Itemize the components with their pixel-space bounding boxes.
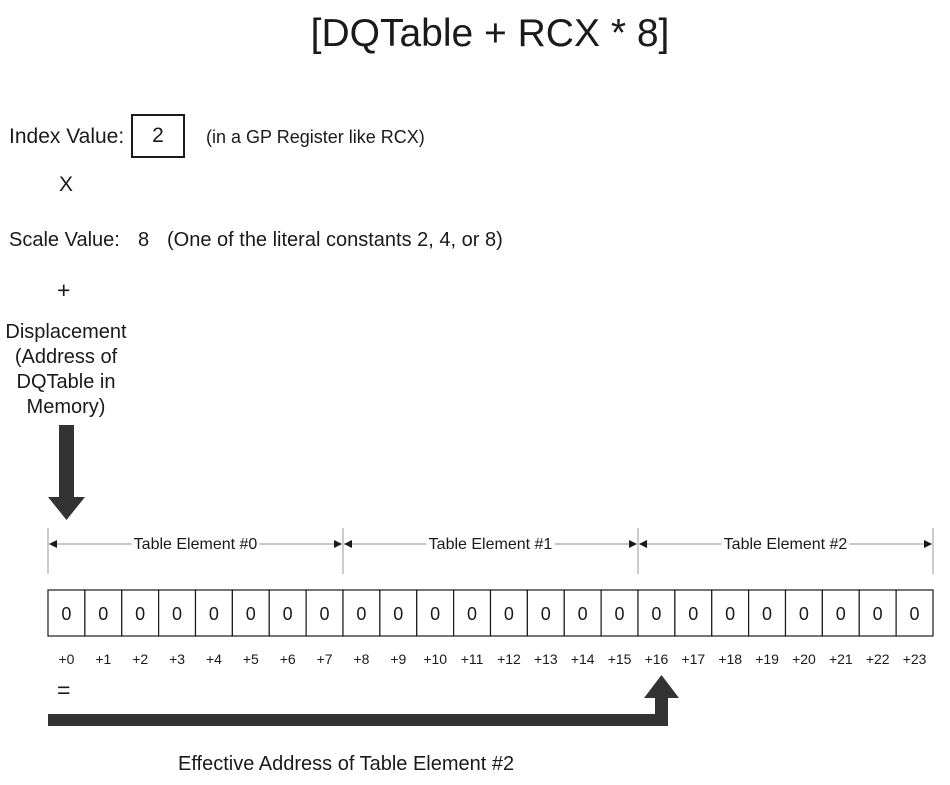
byte-cell <box>453 589 492 637</box>
byte-cell <box>305 589 344 637</box>
byte-offset: +18 <box>718 651 742 667</box>
byte-offset: +14 <box>571 651 595 667</box>
byte-offset: +10 <box>423 651 447 667</box>
scale-value-label: Scale Value: <box>9 229 120 251</box>
byte-cell <box>711 589 750 637</box>
byte-value: 0 <box>98 604 108 624</box>
byte-cell <box>563 589 602 637</box>
byte-value: 0 <box>910 604 920 624</box>
byte-cell <box>158 589 197 637</box>
byte-cell <box>784 589 823 637</box>
byte-cell <box>416 589 455 637</box>
byte-offset: +22 <box>866 651 890 667</box>
scale-value-note: (One of the literal constants 2, 4, or 8… <box>167 229 503 251</box>
byte-cell <box>489 589 528 637</box>
byte-cell <box>47 589 86 637</box>
byte-cell <box>342 589 381 637</box>
byte-value: 0 <box>393 604 403 624</box>
byte-value: 0 <box>799 604 809 624</box>
byte-offset: +7 <box>317 651 333 667</box>
byte-offset: +21 <box>829 651 853 667</box>
byte-value: 0 <box>762 604 772 624</box>
byte-cell <box>600 589 639 637</box>
multiply-symbol: X <box>59 173 74 196</box>
byte-offset: +5 <box>243 651 259 667</box>
byte-value: 0 <box>61 604 71 624</box>
byte-offset: +9 <box>390 651 406 667</box>
effective-address-label: Effective Address of Table Element #2 <box>178 753 515 775</box>
index-value: 2 <box>152 124 164 147</box>
byte-cell <box>84 589 123 637</box>
byte-offset: +12 <box>497 651 521 667</box>
byte-value: 0 <box>320 604 330 624</box>
byte-value: 0 <box>615 604 625 624</box>
byte-offset: +8 <box>353 651 369 667</box>
byte-offset: +0 <box>58 651 74 667</box>
index-value-label: Index Value: <box>9 125 125 148</box>
byte-cell <box>821 589 860 637</box>
byte-offset: +1 <box>95 651 111 667</box>
byte-value: 0 <box>283 604 293 624</box>
byte-value: 0 <box>651 604 661 624</box>
byte-offset: +4 <box>206 651 222 667</box>
byte-offset: +16 <box>645 651 669 667</box>
equals-symbol: = <box>57 677 71 703</box>
byte-cell <box>379 589 418 637</box>
byte-value: 0 <box>725 604 735 624</box>
byte-value: 0 <box>541 604 551 624</box>
displacement-line: Memory) <box>26 396 106 418</box>
byte-value: 0 <box>873 604 883 624</box>
byte-offset: +2 <box>132 651 148 667</box>
byte-offset: +23 <box>903 651 927 667</box>
displacement-label: Displacement (Address of DQTable in Memo… <box>3 320 129 420</box>
displacement-line: DQTable in <box>16 371 116 393</box>
byte-value: 0 <box>467 604 477 624</box>
index-value-note: (in a GP Register like RCX) <box>206 127 425 147</box>
byte-cell <box>637 589 676 637</box>
displacement-line: (Address of <box>14 346 118 368</box>
byte-offset: +13 <box>534 651 558 667</box>
page-title: [DQTable + RCX * 8] <box>310 12 670 55</box>
byte-cell <box>895 589 934 637</box>
byte-offset: +6 <box>280 651 296 667</box>
byte-cell <box>231 589 270 637</box>
byte-offset: +20 <box>792 651 816 667</box>
byte-value: 0 <box>246 604 256 624</box>
byte-offset: +3 <box>169 651 185 667</box>
byte-offset: +15 <box>608 651 632 667</box>
table-element-label: Table Element #0 <box>134 536 258 553</box>
byte-offset: +17 <box>681 651 705 667</box>
byte-cell <box>194 589 233 637</box>
table-element-label: Table Element #2 <box>724 536 848 553</box>
byte-value: 0 <box>836 604 846 624</box>
byte-value: 0 <box>578 604 588 624</box>
displacement-arrow <box>48 425 85 520</box>
byte-value: 0 <box>356 604 366 624</box>
byte-value: 0 <box>430 604 440 624</box>
scale-value: 8 <box>138 229 150 251</box>
element-label-bg <box>426 535 555 553</box>
byte-value: 0 <box>504 604 514 624</box>
plus-symbol: + <box>57 277 71 303</box>
index-value-box: 2 <box>131 114 185 158</box>
byte-value: 0 <box>135 604 145 624</box>
byte-value: 0 <box>688 604 698 624</box>
byte-value: 0 <box>172 604 182 624</box>
byte-offset: +11 <box>461 651 484 667</box>
byte-value: 0 <box>209 604 219 624</box>
element-label-bg <box>721 535 850 553</box>
displacement-line: Displacement <box>5 321 127 343</box>
table-element-label: Table Element #1 <box>429 536 553 553</box>
effective-address-arrow <box>48 675 679 726</box>
element-label-bg <box>131 535 260 553</box>
byte-offset: +19 <box>755 651 779 667</box>
